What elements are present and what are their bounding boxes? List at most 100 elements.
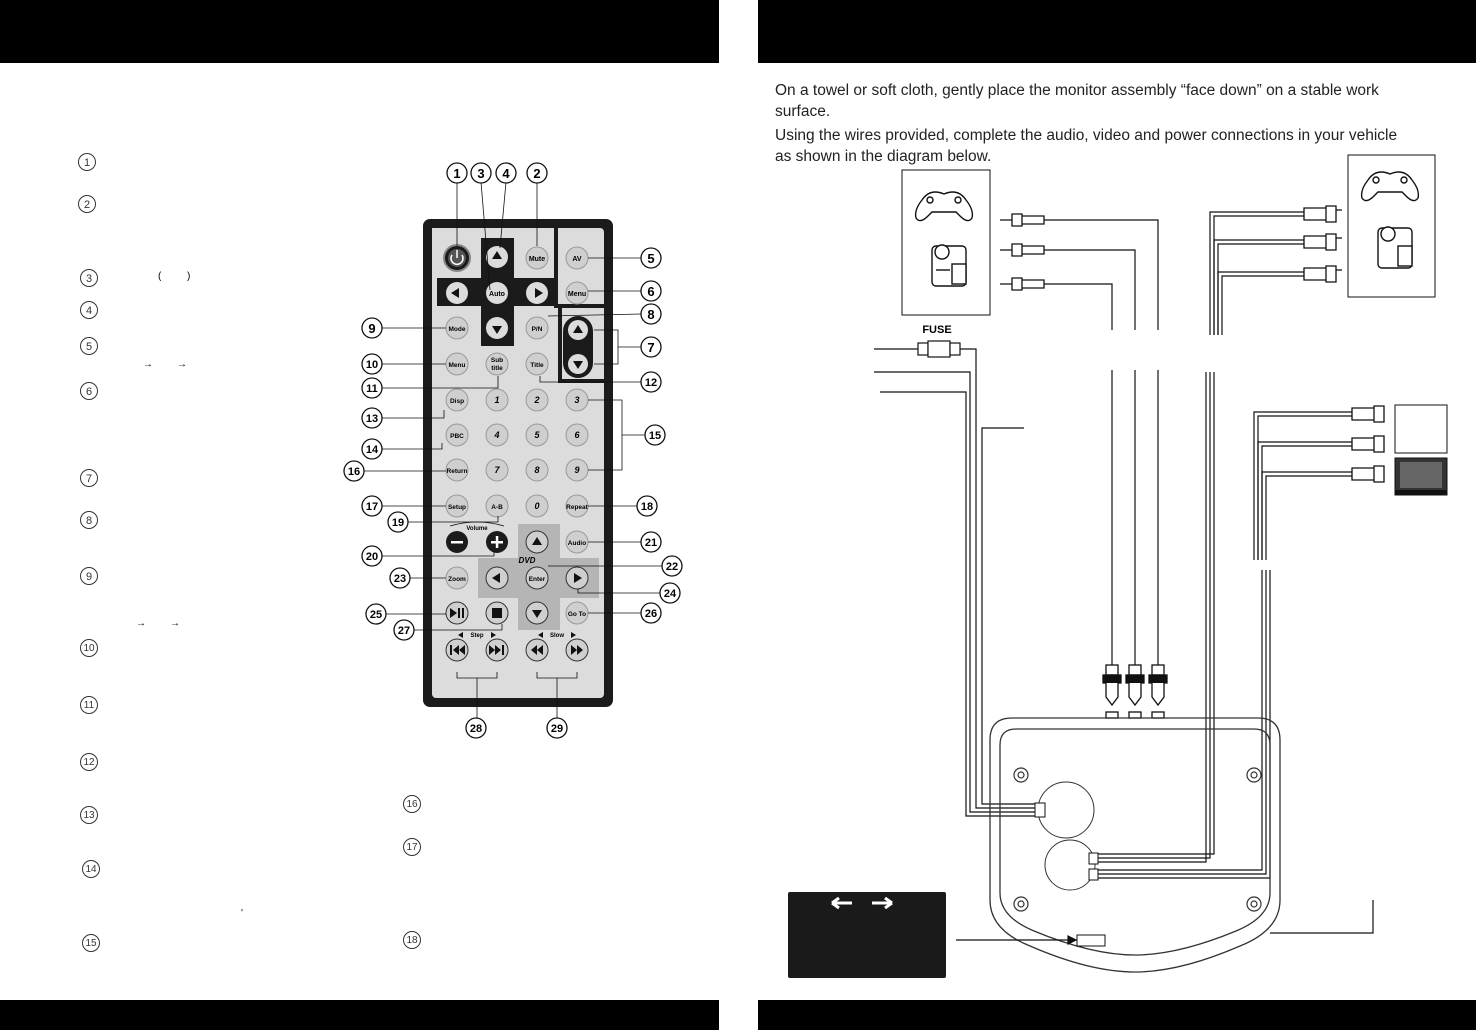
fuse-label: FUSE [922,324,951,336]
callout-23: 23 [389,567,411,589]
svg-text:12: 12 [645,377,657,389]
repeat-button-label: Repeat [566,504,589,511]
av-button-label: AV [572,256,582,263]
disp-button-label: Disp [450,398,464,405]
paren-open: ( [158,271,162,282]
svg-text:15: 15 [649,430,661,442]
mute-button-label: Mute [529,256,545,263]
apostrophe: ' [241,908,243,919]
arrow-glyph: → [143,359,153,370]
monitor-unit-back [989,717,1281,973]
legend-number: 2 [78,195,96,213]
game-controller-icon [1360,171,1420,202]
svg-text:5: 5 [647,251,654,266]
svg-text:10: 10 [366,359,378,371]
zoom-button-label: Zoom [448,576,466,583]
intro-paragraph-1: On a towel or soft cloth, gently place t… [775,82,1379,120]
legend-number: 7 [80,469,98,487]
menu-top-button-label: Menu [568,291,586,298]
pbc-button-label: PBC [450,433,464,440]
av-connector [1088,852,1099,865]
callout-20: 20 [361,545,383,567]
callout-10: 10 [361,353,383,375]
legend-number: 1 [78,153,96,171]
right-header-bar [758,0,1476,63]
av-connector [1088,868,1099,881]
right-footer-bar [758,1000,1476,1030]
callout-29: 29 [546,717,568,739]
note-box [788,892,946,978]
intro-paragraph-2: Using the wires provided, complete the a… [775,127,1398,165]
power-port-circle [1037,781,1095,839]
svg-text:13: 13 [366,413,378,425]
legend-number: 6 [80,382,98,400]
svg-text:29: 29 [551,723,563,735]
digit-label: 0 [534,501,539,511]
legend-number: 4 [80,301,98,319]
callout-16: 16 [343,460,365,482]
legend-number: 16 [403,795,421,813]
remote-control-diagram: Auto Mute AV Menu Mode P/N Menu Sub titl… [343,162,683,739]
svg-text:1: 1 [453,166,460,181]
subtitle-button-label: Sub [491,357,503,364]
callout-11: 11 [361,377,383,399]
arrow-glyph: → [177,359,187,370]
rca-plugs-right-mid [1351,405,1385,483]
legend-number: 12 [80,753,98,771]
legend-number: 18 [403,931,421,949]
callout-26: 26 [640,602,662,624]
svg-text:24: 24 [664,588,677,600]
svg-text:28: 28 [470,723,482,735]
callout-25: 25 [365,603,387,625]
svg-text:9: 9 [368,321,375,336]
left-right-arrows-icon [831,896,893,910]
volume-label: Volume [466,526,488,532]
callout-2: 2 [526,162,548,184]
callout-6: 6 [640,280,662,302]
legend-number: 10 [80,639,98,657]
callout-9: 9 [361,317,383,339]
svg-text:6: 6 [647,284,654,299]
legend-number: 13 [80,806,98,824]
subtitle-button-label: title [491,365,503,372]
power-connector [1034,802,1046,818]
svg-text:19: 19 [392,517,404,529]
svg-text:11: 11 [366,383,378,395]
svg-text:20: 20 [366,551,378,563]
left-device-box [901,169,991,316]
digit-label: 5 [534,430,540,440]
svg-text:2: 2 [533,166,540,181]
svg-text:26: 26 [645,608,657,620]
left-footer-bar [0,1000,719,1030]
svg-text:4: 4 [502,166,510,181]
menu-button-label: Menu [449,362,466,369]
arrow-glyph: → [170,618,180,629]
fuse-icon [917,340,961,358]
callout-13: 13 [361,407,383,429]
callout-12: 12 [640,371,662,393]
callout-28: 28 [465,717,487,739]
callout-7: 7 [640,336,662,358]
screw-icon [1013,767,1262,912]
callout-18: 18 [636,495,658,517]
digit-label: 2 [533,395,539,405]
callout-21: 21 [640,531,662,553]
av-port-circle [1044,839,1096,891]
svg-text:16: 16 [348,466,360,478]
svg-text:21: 21 [645,537,657,549]
digit-label: 9 [574,465,579,475]
goto-button-label: Go To [568,611,586,618]
callout-24: 24 [659,582,681,604]
setup-button-label: Setup [448,504,466,511]
wiring-diagram: FUSE [874,154,1448,973]
camcorder-icon [1377,226,1413,269]
rca-plugs-left [1000,213,1045,291]
digit-label: 6 [574,430,580,440]
step-label: Step [470,633,483,639]
legend-number: 17 [403,838,421,856]
digit-label: 8 [534,465,539,475]
legend-number: 8 [80,511,98,529]
callout-22: 22 [661,555,683,577]
rca-plugs-bottom [1102,664,1168,719]
monitor-icon [1394,457,1448,496]
